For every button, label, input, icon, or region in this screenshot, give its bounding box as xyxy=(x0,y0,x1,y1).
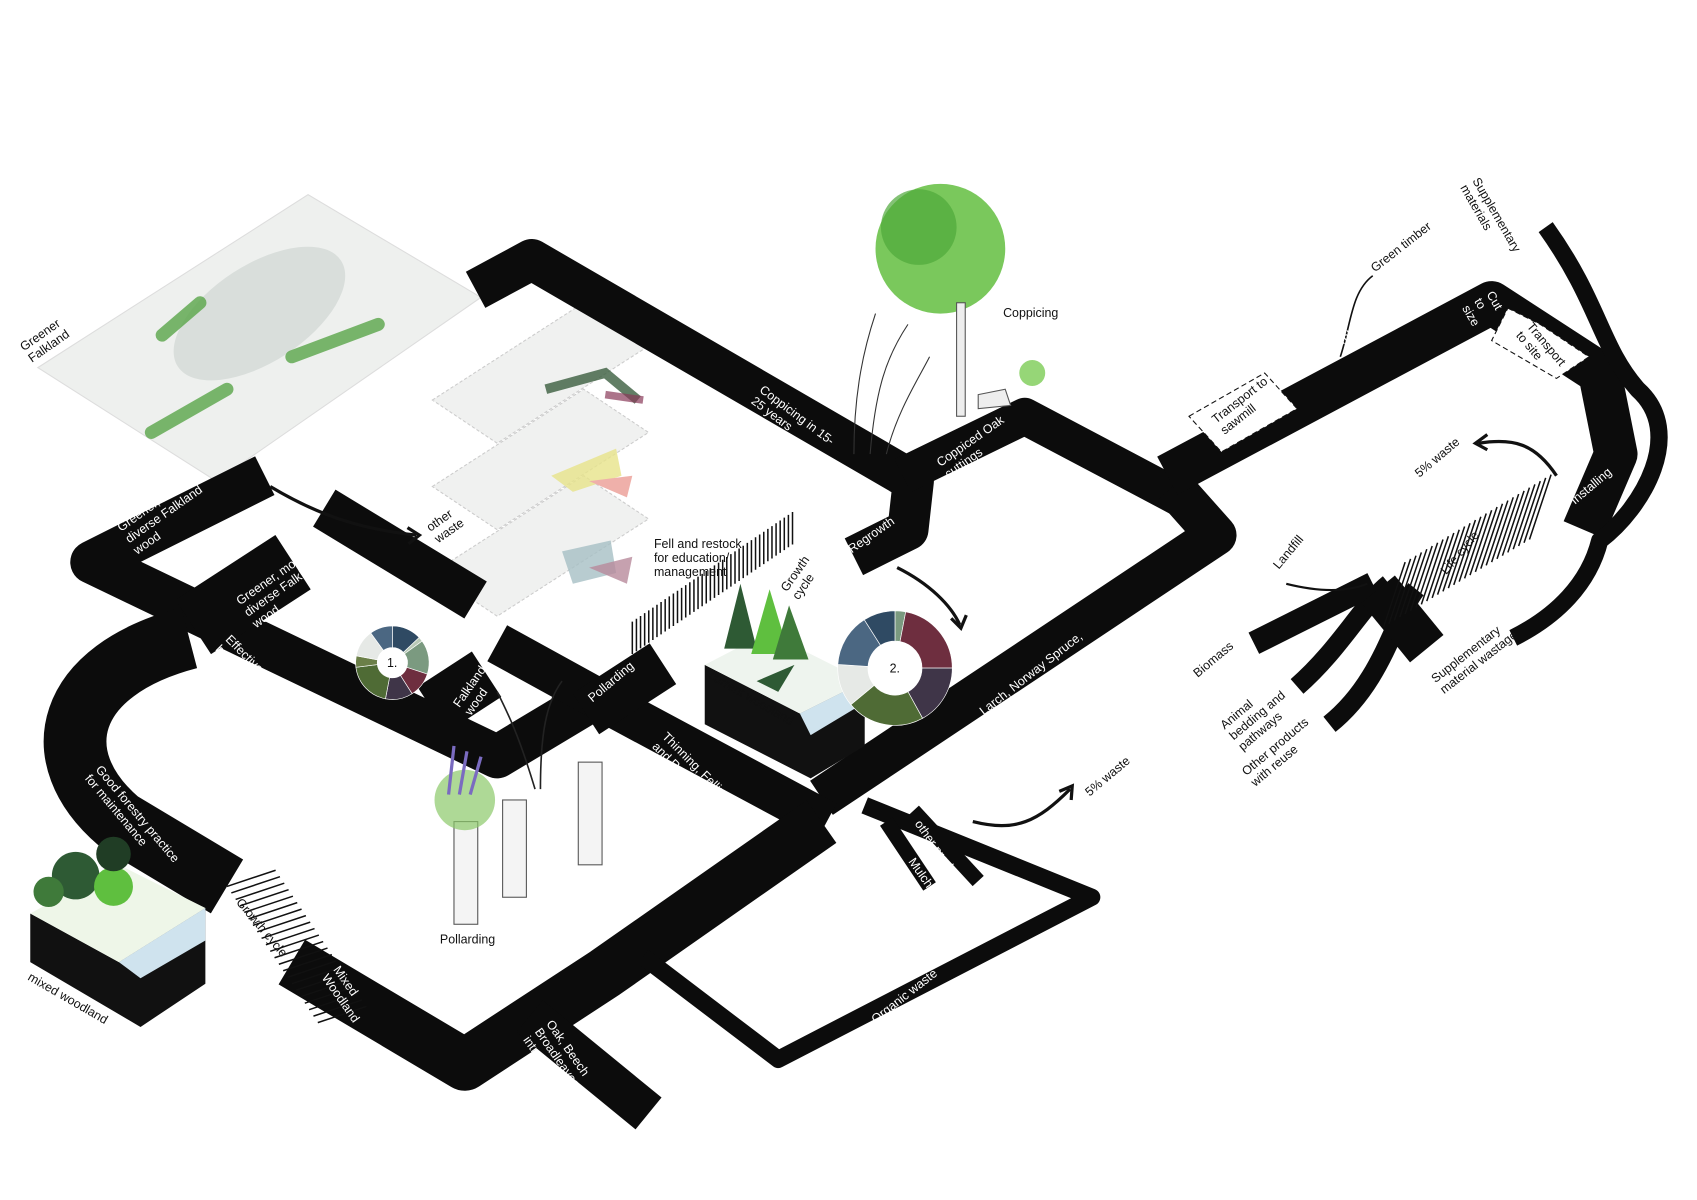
arrow-5-waste-left xyxy=(972,788,1072,828)
label-green-timber: Green timber xyxy=(1368,219,1434,275)
label-line: Biomass xyxy=(1191,639,1236,680)
current-woodland-block xyxy=(704,583,865,779)
map-fell-restock xyxy=(431,302,650,617)
green-timber-leader xyxy=(1339,275,1374,358)
label-line: Landfill xyxy=(1270,533,1306,572)
coppicing-tree-illustration xyxy=(853,183,1046,455)
label-line: Organic waste xyxy=(869,966,940,1026)
arrow-other-waste xyxy=(269,485,417,537)
label-supplementary-wastage: Supplementarymaterial wastage xyxy=(1429,617,1520,697)
label-organic-waste-bottom: Organic waste xyxy=(869,966,940,1026)
label-line: Coppicing xyxy=(1003,306,1058,320)
arrow-landfill xyxy=(1285,582,1368,592)
map-greener-falkland xyxy=(36,194,482,482)
label-supplementary-materials: Supplementarymaterials xyxy=(1457,175,1523,262)
arrow-regrowth xyxy=(896,566,962,626)
label-waste-5-left: 5% waste xyxy=(1082,754,1132,799)
label-waste-5-right: 5% waste xyxy=(1412,435,1462,480)
donut-1-label: 1. xyxy=(387,656,397,670)
label-other-waste: otherwaste xyxy=(423,504,467,546)
donut-charts: 1. 2. xyxy=(355,610,953,726)
label-line: for education/ xyxy=(654,551,730,565)
donut-2-segment xyxy=(863,610,896,646)
label-landfill: Landfill xyxy=(1270,533,1306,572)
label-line: Pollarding xyxy=(440,933,495,947)
donut-1-segment xyxy=(370,625,393,651)
label-pollarding-caption: Pollarding xyxy=(440,933,495,947)
arrow-5-waste-right xyxy=(1478,439,1558,477)
label-growth-cycle-top: Growthcycle xyxy=(778,553,824,602)
label-line: Growth cycle xyxy=(233,896,290,960)
donut-2-label: 2. xyxy=(890,661,900,675)
mixed-woodland-block xyxy=(30,836,206,1027)
hatch-areas xyxy=(226,474,1552,1024)
label-line: 5% waste xyxy=(1082,754,1132,799)
label-coppicing: Coppicing xyxy=(1003,306,1058,320)
transport-segments xyxy=(1188,307,1590,453)
flow-bands xyxy=(43,222,1668,1130)
label-biomass: Biomass xyxy=(1191,639,1236,680)
label-life-cycle: Life cycle xyxy=(1438,528,1482,577)
label-line: Fell and restock xyxy=(654,537,742,551)
label-line: Green timber xyxy=(1368,219,1434,275)
label-line: management xyxy=(654,565,727,579)
label-line: 5% waste xyxy=(1412,435,1462,480)
donut-2-segment xyxy=(899,611,953,669)
label-growth-cycle-bottom: Growth cycle xyxy=(233,896,290,960)
pollarding-tree-illustration xyxy=(434,680,603,925)
arrows xyxy=(269,275,1558,828)
label-line: Life cycle xyxy=(1438,528,1482,577)
